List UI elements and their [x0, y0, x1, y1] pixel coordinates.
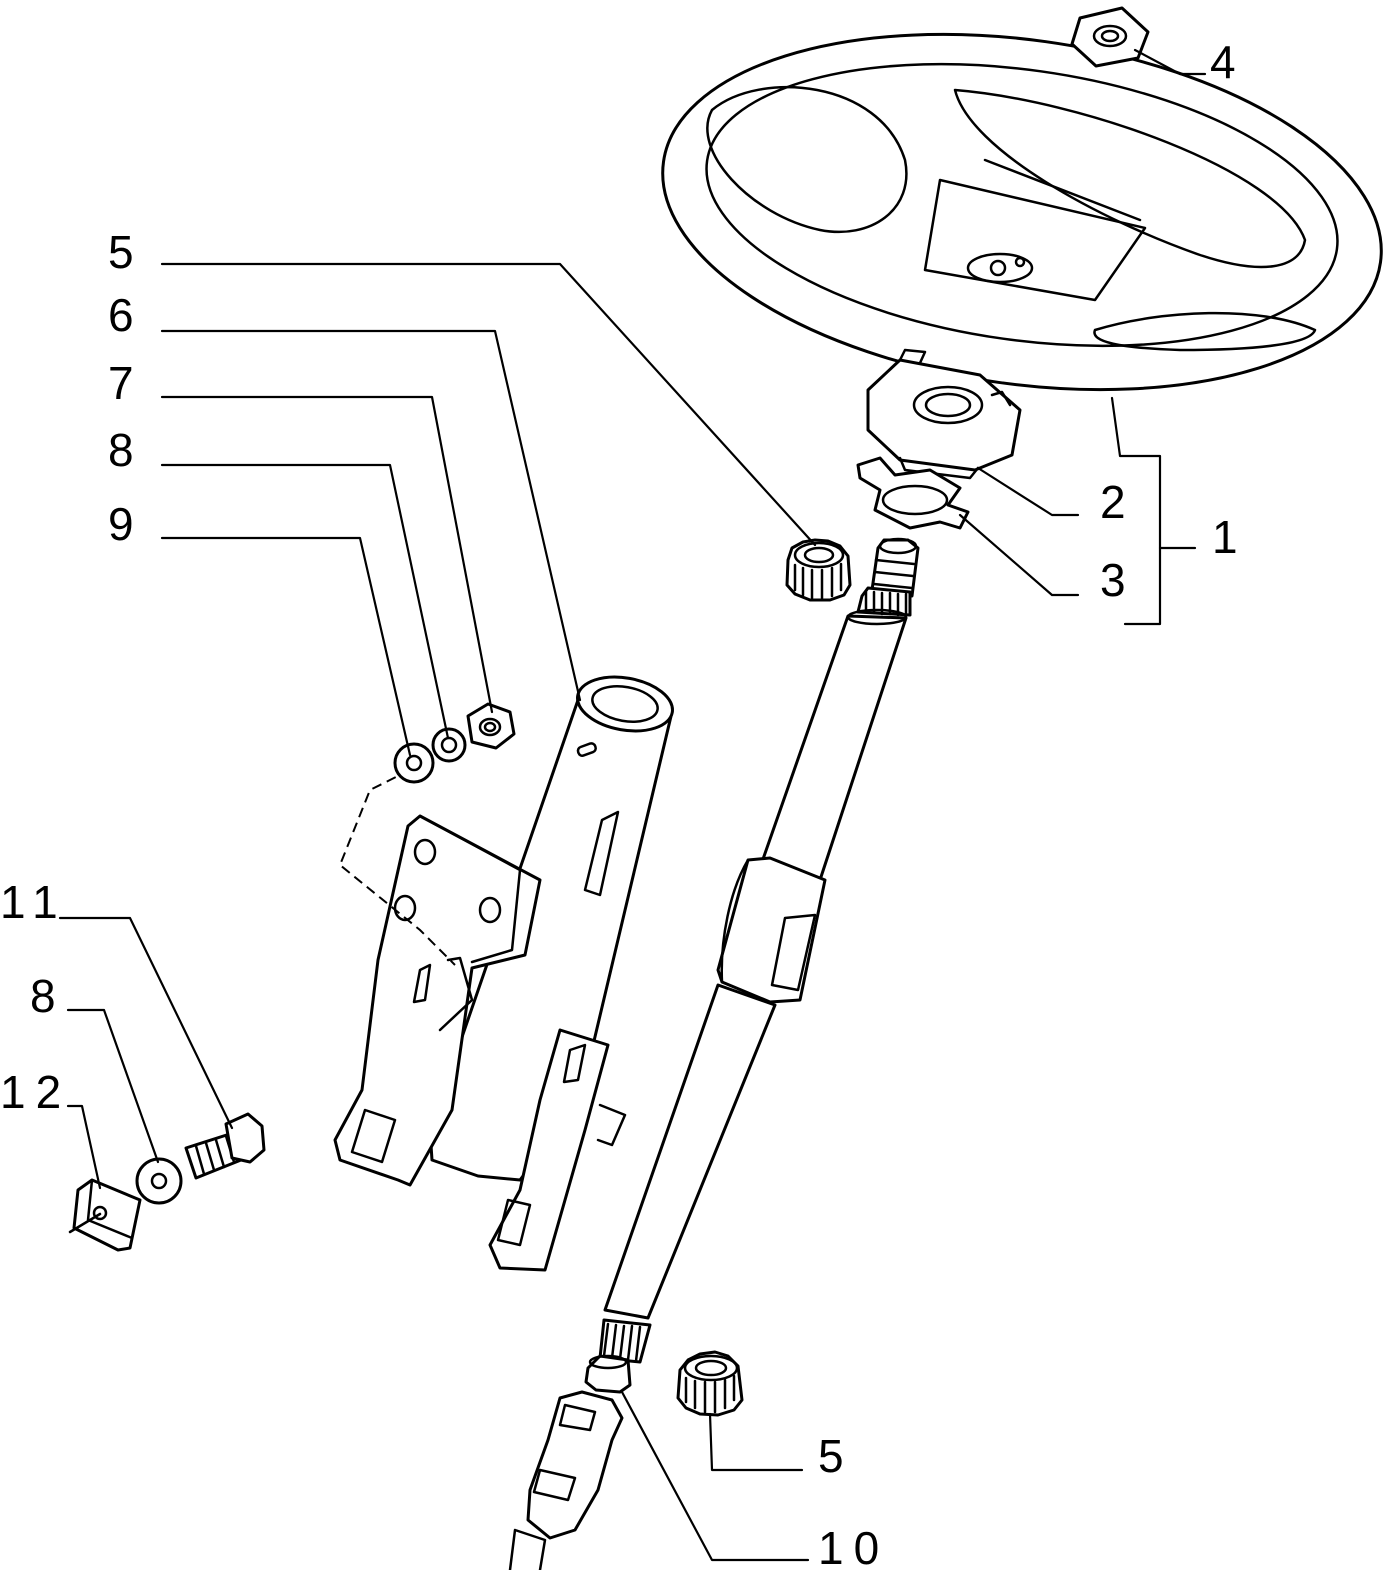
callout-3: 3: [1100, 554, 1126, 606]
steering-wheel: [661, 32, 1383, 392]
callout-10: 10: [818, 1522, 889, 1570]
leader-lines: [58, 48, 1207, 1562]
callout-9: 9: [108, 498, 134, 550]
flat-washer: [393, 742, 435, 784]
callout-5-top: 5: [108, 226, 134, 278]
steering-column-tube: [333, 675, 674, 1272]
callout-1: 1: [1212, 511, 1238, 563]
horn-contact-ring: [866, 348, 1022, 480]
steering-shaft: [584, 537, 920, 1394]
callout-2: 2: [1100, 476, 1126, 528]
callout-6: 6: [108, 289, 134, 341]
splined-ring-top: [785, 538, 852, 602]
callout-7: 7: [108, 357, 134, 409]
callout-4: 4: [1210, 36, 1236, 88]
callout-11: 11: [0, 876, 68, 928]
callout-labels: 1 2 3 4 5 6 7 8 9 11 8 12 5 10: [0, 36, 1238, 1570]
clip-nut: [68, 1178, 142, 1252]
callout-8-left: 8: [30, 970, 56, 1022]
spring-washer: [431, 727, 467, 763]
bolt: [184, 1112, 266, 1180]
callout-8-top: 8: [108, 424, 134, 476]
universal-joint: [508, 1390, 624, 1570]
callout-12: 12: [0, 1066, 71, 1118]
flat-washer-lower: [135, 1157, 183, 1205]
splined-ring-bottom: [676, 1350, 744, 1417]
nut: [466, 702, 516, 750]
wheel-nut: [1070, 6, 1150, 68]
callout-5-bottom: 5: [818, 1430, 844, 1482]
retaining-plate: [856, 456, 970, 530]
